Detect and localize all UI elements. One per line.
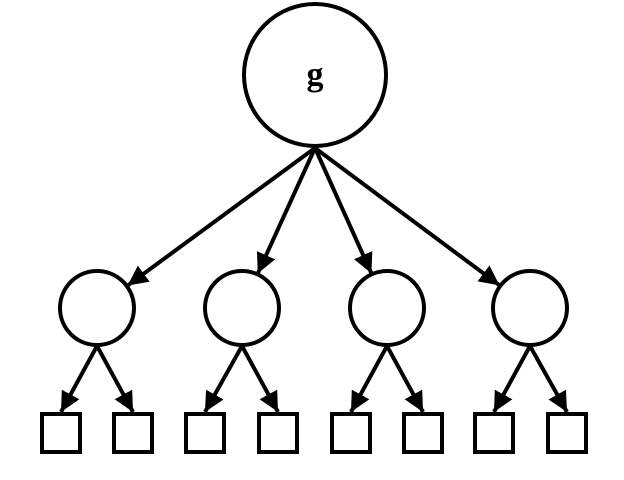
nodes: g: [40, 2, 588, 454]
edge-child-to-leaf-8: [528, 345, 569, 413]
leaf-node-3: [184, 412, 226, 454]
root-circle: [242, 2, 388, 148]
edge-root-to-child-1: [126, 146, 317, 288]
edge-child-to-leaf-2: [95, 345, 135, 413]
leaf-node-1: [40, 412, 82, 454]
edge-root-to-child-3: [313, 147, 374, 275]
edge-child-to-leaf-7: [492, 345, 532, 413]
edge-child-to-leaf-6: [385, 345, 425, 413]
child-node-3: [348, 269, 426, 347]
leaf-nodes: [40, 412, 588, 454]
leaf-node-5: [330, 412, 372, 454]
leaf-node-7: [473, 412, 515, 454]
edge-child-to-leaf-4: [240, 345, 280, 413]
child-node-1: [58, 269, 136, 347]
leaf-node-6: [402, 412, 444, 454]
leaf-node-4: [257, 412, 299, 454]
edge-root-to-child-4: [313, 146, 501, 287]
edge-child-to-leaf-1: [59, 345, 99, 413]
edges: [59, 146, 569, 413]
child-node-4: [491, 269, 569, 347]
edge-child-to-leaf-5: [349, 345, 389, 413]
root-node: g: [242, 2, 388, 148]
leaf-node-8: [546, 412, 588, 454]
child-node-2: [203, 269, 281, 347]
edge-root-to-child-2: [255, 147, 317, 275]
edge-child-to-leaf-3: [203, 345, 244, 413]
leaf-node-2: [112, 412, 154, 454]
level1-nodes: [58, 269, 569, 347]
root-label: g: [307, 57, 324, 94]
